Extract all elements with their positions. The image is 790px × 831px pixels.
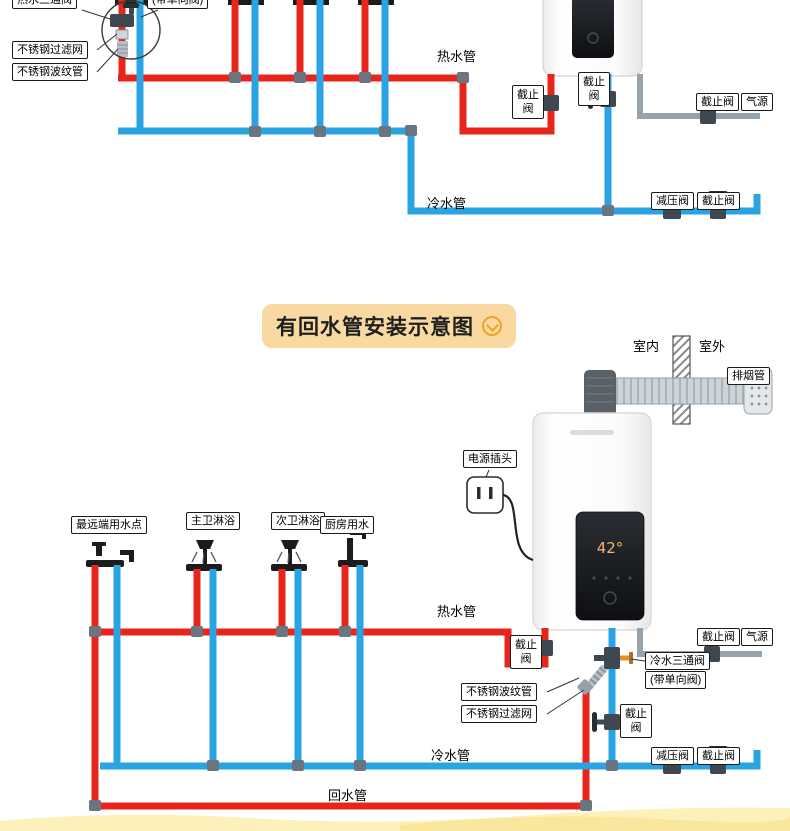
gas-pipe-bottom [637, 628, 762, 657]
label-cold-water-pipe: 冷水管 [431, 748, 471, 763]
gas-pipe-top [637, 74, 760, 119]
power-cable [502, 493, 534, 562]
cold-water-pipes-bottom [100, 565, 761, 770]
label-with-check-valve: (带单向阀) [645, 671, 707, 689]
fixtures [86, 530, 368, 572]
shower-icon [185, 539, 223, 572]
chevron-down-circle-icon [482, 316, 502, 336]
diagram-no-return-pipe [81, 0, 761, 219]
bottom-decoration-wave [0, 807, 790, 831]
label-power-plug: 电源插头 [463, 450, 517, 468]
label-stop-valve: 截止阀 [578, 72, 610, 106]
label-cold-water-pipe: 冷水管 [427, 196, 467, 211]
water-heater-bottom: 42° [532, 412, 652, 631]
label-hot-water-pipe: 热水管 [437, 604, 477, 619]
magnifier-circle-icon [101, 0, 161, 60]
label-stop-valve: 截止阀 [697, 628, 740, 646]
label-kitchen-water: 厨房用水 [320, 516, 374, 534]
heater-display-panel [575, 511, 645, 621]
label-with-check-valve: (带单向阀) [147, 0, 209, 9]
label-second-bath-shower: 次卫淋浴 [271, 512, 325, 530]
label-pressure-reducing-valve: 减压阀 [651, 747, 694, 765]
power-plug-icon [466, 476, 534, 562]
cold-water-pipes-top [118, 0, 761, 215]
section-title-badge: 有回水管安装示意图 [262, 304, 516, 348]
label-stop-valve: 截止阀 [697, 747, 740, 765]
label-ss-filter: 不锈钢过滤网 [461, 705, 537, 723]
label-gas-source: 气源 [741, 93, 773, 111]
label-outdoor: 室外 [699, 339, 726, 354]
label-hot-tee-valve: 热水三通阀 [12, 0, 77, 9]
label-return-water-pipe: 回水管 [328, 788, 368, 803]
cold-water-tee-valve-icon [594, 647, 633, 669]
label-ss-corrugated-pipe: 不锈钢波纹管 [461, 683, 537, 701]
pipe-couplers-top [229, 72, 614, 216]
stop-valve-icon [592, 712, 620, 732]
ss-filter-icon [577, 679, 593, 695]
label-cold-tee-valve: 冷水三通阀 [645, 652, 710, 670]
label-stop-valve: 截止阀 [620, 704, 652, 738]
label-gas-source: 气源 [741, 628, 773, 646]
label-exhaust-pipe: 排烟管 [727, 367, 770, 385]
kitchen-tap-icon [338, 530, 368, 567]
return-water-pipe [91, 632, 590, 810]
pipe-couplers-bottom [89, 626, 618, 811]
label-master-bath-shower: 主卫淋浴 [186, 512, 240, 530]
label-stop-valve: 截止阀 [697, 192, 740, 210]
label-farthest-water-point: 最远端用水点 [71, 516, 147, 534]
faucet-icon [86, 542, 134, 567]
power-button-icon [603, 591, 617, 605]
label-indoor: 室内 [633, 339, 660, 354]
label-hot-water-pipe: 热水管 [437, 49, 477, 64]
shower-icon [270, 539, 308, 572]
label-ss-filter: 不锈钢过滤网 [12, 41, 88, 59]
leader-lines-bottom [485, 469, 646, 715]
heater-temp-display: 42° [597, 539, 624, 557]
leader-lines-top [81, 9, 159, 73]
corrugated-pipe-and-filter [577, 664, 609, 695]
label-stop-valve: 截止阀 [510, 635, 542, 669]
label-stop-valve: 截止阀 [512, 85, 544, 119]
label-pressure-reducing-valve: 减压阀 [651, 192, 694, 210]
diagram-with-return-pipe: 42° [86, 335, 773, 811]
hot-water-pipes-top [118, 0, 555, 135]
hot-tee-valve-assembly [101, 0, 161, 60]
brand-logo [570, 430, 614, 435]
water-heater-top [542, 0, 643, 77]
faucet-silhouettes-top [115, 0, 394, 5]
label-ss-corrugated-pipe: 不锈钢波纹管 [12, 63, 88, 81]
exhaust-duct [584, 367, 773, 416]
label-stop-valve: 截止阀 [696, 93, 739, 111]
section-title: 有回水管安装示意图 [276, 316, 474, 339]
